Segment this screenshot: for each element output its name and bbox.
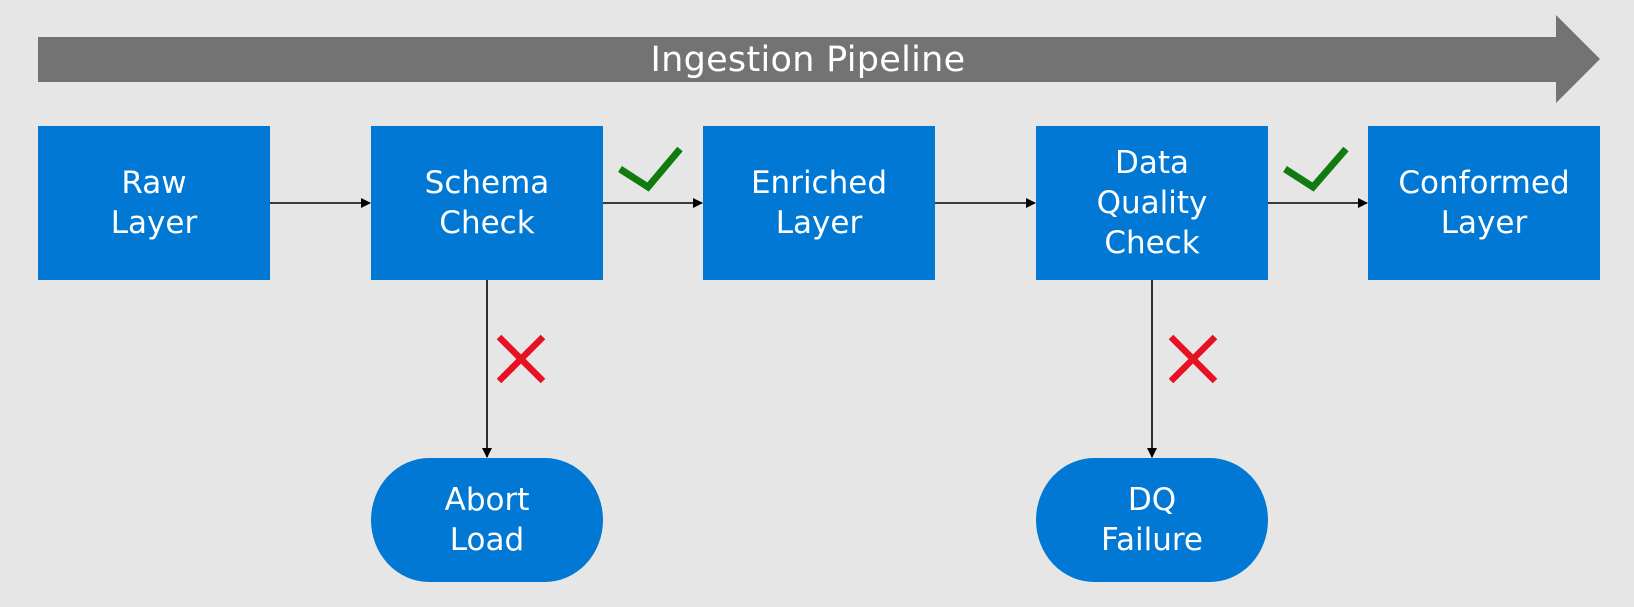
cross-icon bbox=[1168, 334, 1218, 384]
node-enriched-layer: Enriched Layer bbox=[703, 126, 935, 280]
node-label-line: Check bbox=[1104, 225, 1200, 261]
node-schema-check: Schema Check bbox=[371, 126, 603, 280]
node-label-line: Load bbox=[449, 522, 525, 558]
node-label-line: Data bbox=[1114, 145, 1190, 181]
node-label-line: Layer bbox=[110, 205, 198, 241]
node-dq-failure: DQ Failure bbox=[1036, 458, 1268, 582]
node-raw-layer: Raw Layer bbox=[38, 126, 270, 280]
node-label-line: Abort bbox=[444, 482, 530, 518]
node-label-line: Quality bbox=[1096, 185, 1208, 221]
pipeline-banner-title: Ingestion Pipeline bbox=[650, 39, 966, 80]
check-icon bbox=[618, 146, 683, 192]
node-abort-load: Abort Load bbox=[371, 458, 603, 582]
node-conformed-layer: Conformed Layer bbox=[1368, 126, 1600, 280]
cross-icon bbox=[496, 334, 546, 384]
node-label-line: Schema bbox=[424, 165, 550, 201]
node-data-quality-check: Data Quality Check bbox=[1036, 126, 1268, 280]
node-label-line: Enriched bbox=[750, 165, 888, 201]
node-label-line: DQ bbox=[1127, 482, 1177, 518]
pipeline-banner-arrow bbox=[38, 15, 1600, 103]
node-label-line: Failure bbox=[1101, 522, 1203, 558]
node-label-line: Raw bbox=[121, 165, 187, 201]
node-label-line: Conformed bbox=[1398, 165, 1570, 201]
node-label-line: Layer bbox=[1440, 205, 1528, 241]
check-icon bbox=[1283, 146, 1349, 192]
node-label-line: Layer bbox=[775, 205, 863, 241]
node-label-line: Check bbox=[439, 205, 535, 241]
